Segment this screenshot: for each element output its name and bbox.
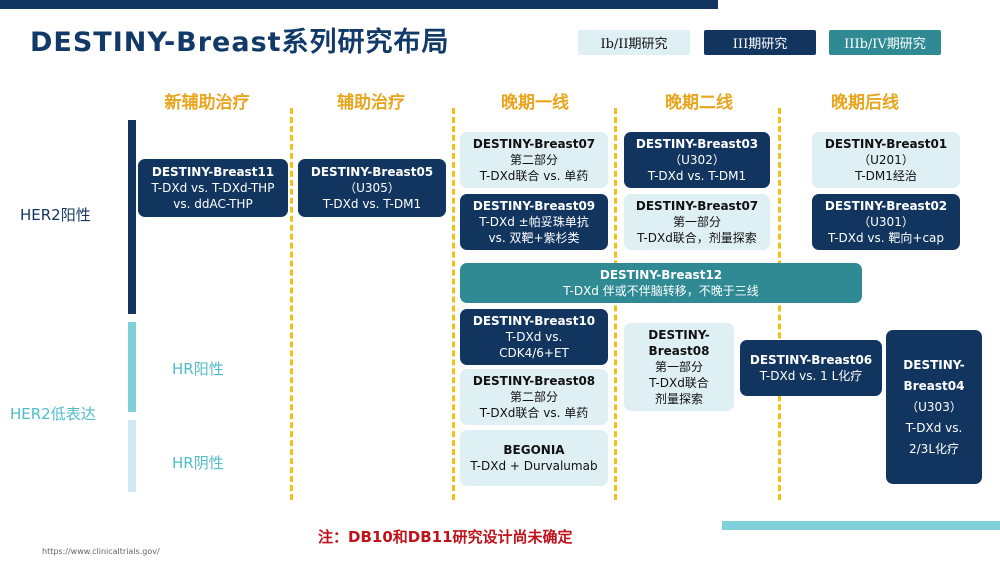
column-header-later-line: 晚期后线 bbox=[831, 93, 899, 113]
study-name: DESTINY- bbox=[648, 328, 710, 342]
column-divider bbox=[778, 108, 781, 500]
study-name: DESTINY-Breast07 bbox=[635, 199, 759, 213]
study-line: （U302） bbox=[669, 153, 725, 167]
top-accent-bar bbox=[0, 0, 718, 9]
study-box-db12: DESTINY-Breast12 T-DXd 伴或不伴脑转移，不晚于三线 bbox=[460, 263, 862, 303]
column-header-adjuvant: 辅助治疗 bbox=[337, 93, 405, 113]
study-line: 第一部分 bbox=[654, 360, 703, 374]
study-name: Breast04 bbox=[903, 378, 965, 393]
study-name: DESTINY-Breast12 bbox=[599, 268, 723, 282]
study-box-db07-part1: DESTINY-Breast07 第一部分 T-DXd联合，剂量探索 bbox=[624, 194, 770, 250]
study-line: 第二部分 bbox=[509, 153, 558, 167]
study-line: T-DXd联合 bbox=[649, 376, 709, 390]
study-line: T-DXd 伴或不伴脑转移，不晚于三线 bbox=[563, 284, 759, 298]
study-line: T-DXd vs. T-DM1 bbox=[322, 197, 422, 211]
study-line: T-DXd联合 vs. 单药 bbox=[479, 406, 589, 420]
row-label-hr-positive: HR阳性 bbox=[172, 360, 224, 378]
study-name: Breast08 bbox=[648, 344, 710, 358]
study-line: T-DXd vs. 靶向+cap bbox=[827, 231, 945, 245]
study-name: DESTINY-Breast01 bbox=[824, 137, 948, 151]
study-box-db01: DESTINY-Breast01 （U201） T-DM1经治 bbox=[812, 132, 960, 188]
page-title: DESTINY-Breast系列研究布局 bbox=[30, 27, 450, 58]
study-box-db09: DESTINY-Breast09 T-DXd ±帕妥珠单抗 vs. 双靶+紫杉类 bbox=[460, 194, 608, 250]
study-line: T-DXd + Durvalumab bbox=[470, 459, 598, 473]
study-line: T-DXd vs. bbox=[505, 330, 563, 344]
study-line: T-DXd vs. T-DM1 bbox=[647, 169, 747, 183]
study-name: DESTINY-Breast02 bbox=[824, 199, 948, 213]
study-box-db04: DESTINY- Breast04 （U303） T-DXd vs. 2/3L化… bbox=[886, 330, 982, 484]
study-name: DESTINY-Breast09 bbox=[472, 199, 596, 213]
footnote: 注：DB10和DB11研究设计尚未确定 bbox=[318, 528, 573, 546]
study-box-db03: DESTINY-Breast03 （U302） T-DXd vs. T-DM1 bbox=[624, 132, 770, 188]
study-line: 第一部分 bbox=[672, 215, 721, 229]
row-label-her2-low: HER2低表达 bbox=[10, 405, 96, 423]
study-line: 剂量探索 bbox=[654, 392, 703, 406]
study-box-db05: DESTINY-Breast05 （U305） T-DXd vs. T-DM1 bbox=[298, 159, 446, 217]
study-box-db10: DESTINY-Breast10 T-DXd vs. CDK4/6+ET bbox=[460, 309, 608, 365]
study-box-db08-part1: DESTINY- Breast08 第一部分 T-DXd联合 剂量探索 bbox=[624, 323, 734, 411]
hr-negative-bar bbox=[128, 420, 136, 492]
legend-phase-3b-4: IIIb/IV期研究 bbox=[829, 30, 941, 55]
study-name: DESTINY-Breast08 bbox=[472, 374, 596, 388]
source-link[interactable]: https://www.clinicaltrials.gov/ bbox=[42, 547, 160, 556]
study-name: DESTINY-Breast06 bbox=[749, 353, 873, 367]
bottom-accent-bar bbox=[722, 521, 1000, 530]
study-line: T-DXd vs. T-DXd-THP bbox=[151, 181, 275, 195]
study-name: DESTINY-Breast11 bbox=[151, 165, 275, 179]
study-line: T-DXd联合 vs. 单药 bbox=[479, 169, 589, 183]
legend-phase-3: III期研究 bbox=[704, 30, 816, 55]
study-box-db11: DESTINY-Breast11 T-DXd vs. T-DXd-THP vs.… bbox=[138, 159, 288, 217]
column-header-neoadjuvant: 新辅助治疗 bbox=[164, 93, 250, 113]
study-name: DESTINY-Breast07 bbox=[472, 137, 596, 151]
study-name: DESTINY- bbox=[903, 357, 965, 372]
study-line: （U201） bbox=[858, 153, 914, 167]
study-box-begonia: BEGONIA T-DXd + Durvalumab bbox=[460, 430, 608, 486]
study-line: （U303） bbox=[906, 399, 962, 414]
legend-phase-1b-2: Ib/II期研究 bbox=[578, 30, 690, 55]
row-label-hr-negative: HR阴性 bbox=[172, 454, 224, 472]
study-name: DESTINY-Breast10 bbox=[472, 314, 596, 328]
study-line: T-DXd vs. bbox=[905, 420, 963, 435]
study-box-db06: DESTINY-Breast06 T-DXd vs. 1 L化疗 bbox=[740, 340, 882, 396]
study-line: 2/3L化疗 bbox=[909, 441, 959, 456]
row-label-her2-positive: HER2阳性 bbox=[20, 206, 91, 224]
study-line: T-DXd vs. 1 L化疗 bbox=[759, 369, 863, 383]
study-line: 第二部分 bbox=[509, 390, 558, 404]
study-line: vs. ddAC-THP bbox=[173, 197, 253, 211]
column-header-first-line: 晚期一线 bbox=[501, 93, 569, 113]
column-header-second-line: 晚期二线 bbox=[665, 93, 733, 113]
study-name: DESTINY-Breast03 bbox=[635, 137, 759, 151]
study-line: T-DXd ±帕妥珠单抗 bbox=[479, 215, 589, 229]
study-line: T-DM1经治 bbox=[855, 169, 917, 183]
study-line: T-DXd联合，剂量探索 bbox=[637, 231, 757, 245]
column-divider bbox=[290, 108, 293, 500]
study-box-db08-part2: DESTINY-Breast08 第二部分 T-DXd联合 vs. 单药 bbox=[460, 369, 608, 425]
study-line: （U305） bbox=[344, 181, 400, 195]
column-divider bbox=[452, 108, 455, 500]
study-name: BEGONIA bbox=[503, 443, 565, 457]
study-box-db07-part2: DESTINY-Breast07 第二部分 T-DXd联合 vs. 单药 bbox=[460, 132, 608, 188]
study-line: vs. 双靶+紫杉类 bbox=[488, 231, 580, 245]
study-line: CDK4/6+ET bbox=[499, 346, 569, 360]
study-line: （U301） bbox=[858, 215, 914, 229]
her2-positive-bar bbox=[128, 120, 136, 314]
hr-positive-bar bbox=[128, 322, 136, 412]
study-name: DESTINY-Breast05 bbox=[310, 165, 434, 179]
column-divider bbox=[614, 108, 617, 500]
study-box-db02: DESTINY-Breast02 （U301） T-DXd vs. 靶向+cap bbox=[812, 194, 960, 250]
